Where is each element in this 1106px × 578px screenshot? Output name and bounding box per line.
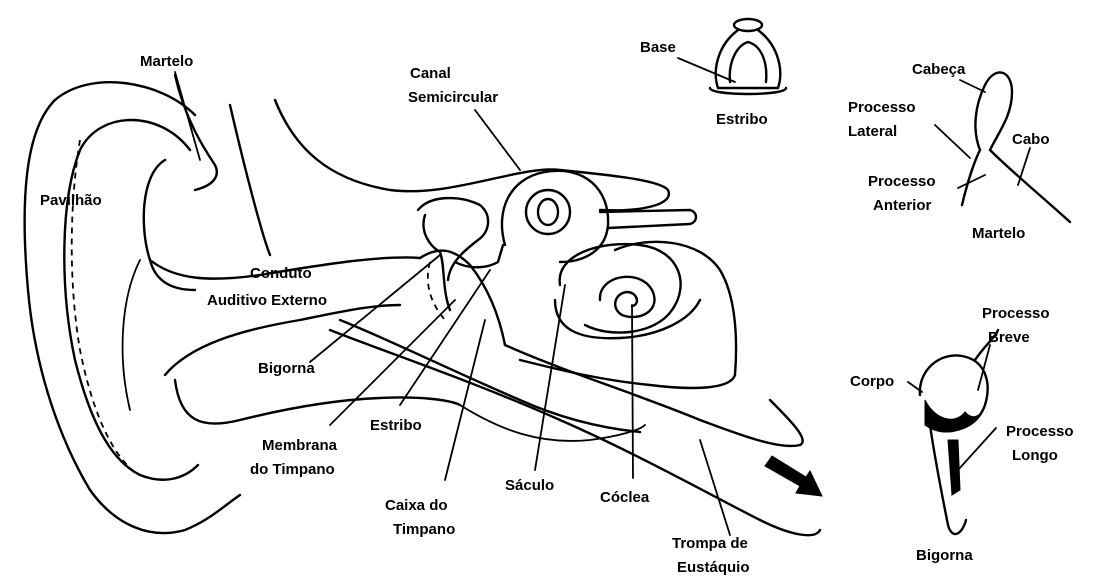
leader-cabeca [960, 80, 985, 92]
label-proc-longo-2: Longo [1012, 447, 1058, 464]
stapes-arch [716, 30, 780, 88]
cochlea-spiral-1 [600, 277, 655, 317]
label-pavilhao: Pavilhão [40, 192, 102, 209]
canal-tube [600, 210, 696, 228]
stapes-detail [678, 19, 786, 94]
temporal-outline-2 [230, 105, 270, 255]
label-corpo: Corpo [850, 373, 894, 390]
label-trompa-1: Trompa de [672, 535, 748, 552]
label-proc-breve-1: Processo [982, 305, 1050, 322]
label-estribo-main: Estribo [370, 417, 422, 434]
label-caixa-2: Timpano [393, 521, 455, 538]
leader-base [678, 58, 735, 82]
label-estribo-detail: Estribo [716, 111, 768, 128]
label-martelo-main: Martelo [140, 53, 193, 70]
ossicle-malleus [423, 215, 450, 310]
antihelix [123, 260, 140, 410]
label-bigorna-main: Bigorna [258, 360, 315, 377]
leader-saculo [535, 285, 565, 470]
label-cabeca: Cabeça [912, 61, 966, 78]
stapes-small [455, 245, 503, 267]
lower-cavity [460, 405, 645, 441]
label-membrana-2: do Timpano [250, 461, 335, 478]
stapes-inner [730, 42, 767, 82]
incus-detail [908, 330, 998, 534]
leader-coclea [632, 305, 633, 478]
label-caixa-1: Caixa do [385, 497, 448, 514]
incus-long-shade [948, 440, 960, 495]
leader-proc-lateral [935, 125, 970, 158]
leader-cabo [1018, 148, 1030, 185]
leader-canal [475, 110, 520, 170]
semicircular-inner [526, 190, 570, 234]
malleus-head [985, 72, 1012, 150]
label-cabo: Cabo [1012, 131, 1050, 148]
label-canal-2: Semicircular [408, 89, 498, 106]
label-coclea: Cóclea [600, 489, 650, 506]
semicircular-loop [538, 199, 558, 225]
label-proc-lateral-1: Processo [848, 99, 916, 116]
label-proc-longo-1: Processo [1006, 423, 1074, 440]
label-conduto-2: Auditivo Externo [207, 292, 327, 309]
cochlea-outer [560, 244, 681, 333]
temporal-outline-3 [275, 100, 669, 210]
malleus-handle [990, 150, 1070, 222]
leader-caixa [445, 320, 485, 480]
label-bigorna-detail: Bigorna [916, 547, 973, 564]
ear-cross-section [25, 72, 822, 535]
label-proc-anterior-1: Processo [868, 173, 936, 190]
label-saculo: Sáculo [505, 477, 554, 494]
eustachian-tube-upper [505, 345, 803, 446]
label-membrana-1: Membrana [262, 437, 338, 454]
label-conduto-1: Conduto [250, 265, 312, 282]
label-trompa-2: Eustáquio [677, 559, 750, 576]
helix-dashed [72, 140, 132, 470]
direction-arrow-icon [765, 456, 822, 496]
pinna-inner-fold [64, 120, 198, 480]
malleus-handle-2 [962, 150, 980, 205]
label-proc-breve-2: Breve [988, 329, 1030, 346]
malleus-neck [975, 85, 985, 150]
label-proc-lateral-2: Lateral [848, 123, 897, 140]
leader-proc-longo [958, 428, 996, 470]
label-canal-1: Canal [410, 65, 451, 82]
incus-shading [925, 400, 985, 432]
leader-trompa [700, 440, 730, 535]
leader-proc-anterior [958, 175, 985, 188]
label-proc-anterior-2: Anterior [873, 197, 932, 214]
label-martelo-detail: Martelo [972, 225, 1025, 242]
malleus-detail [935, 72, 1070, 222]
label-base: Base [640, 39, 676, 56]
